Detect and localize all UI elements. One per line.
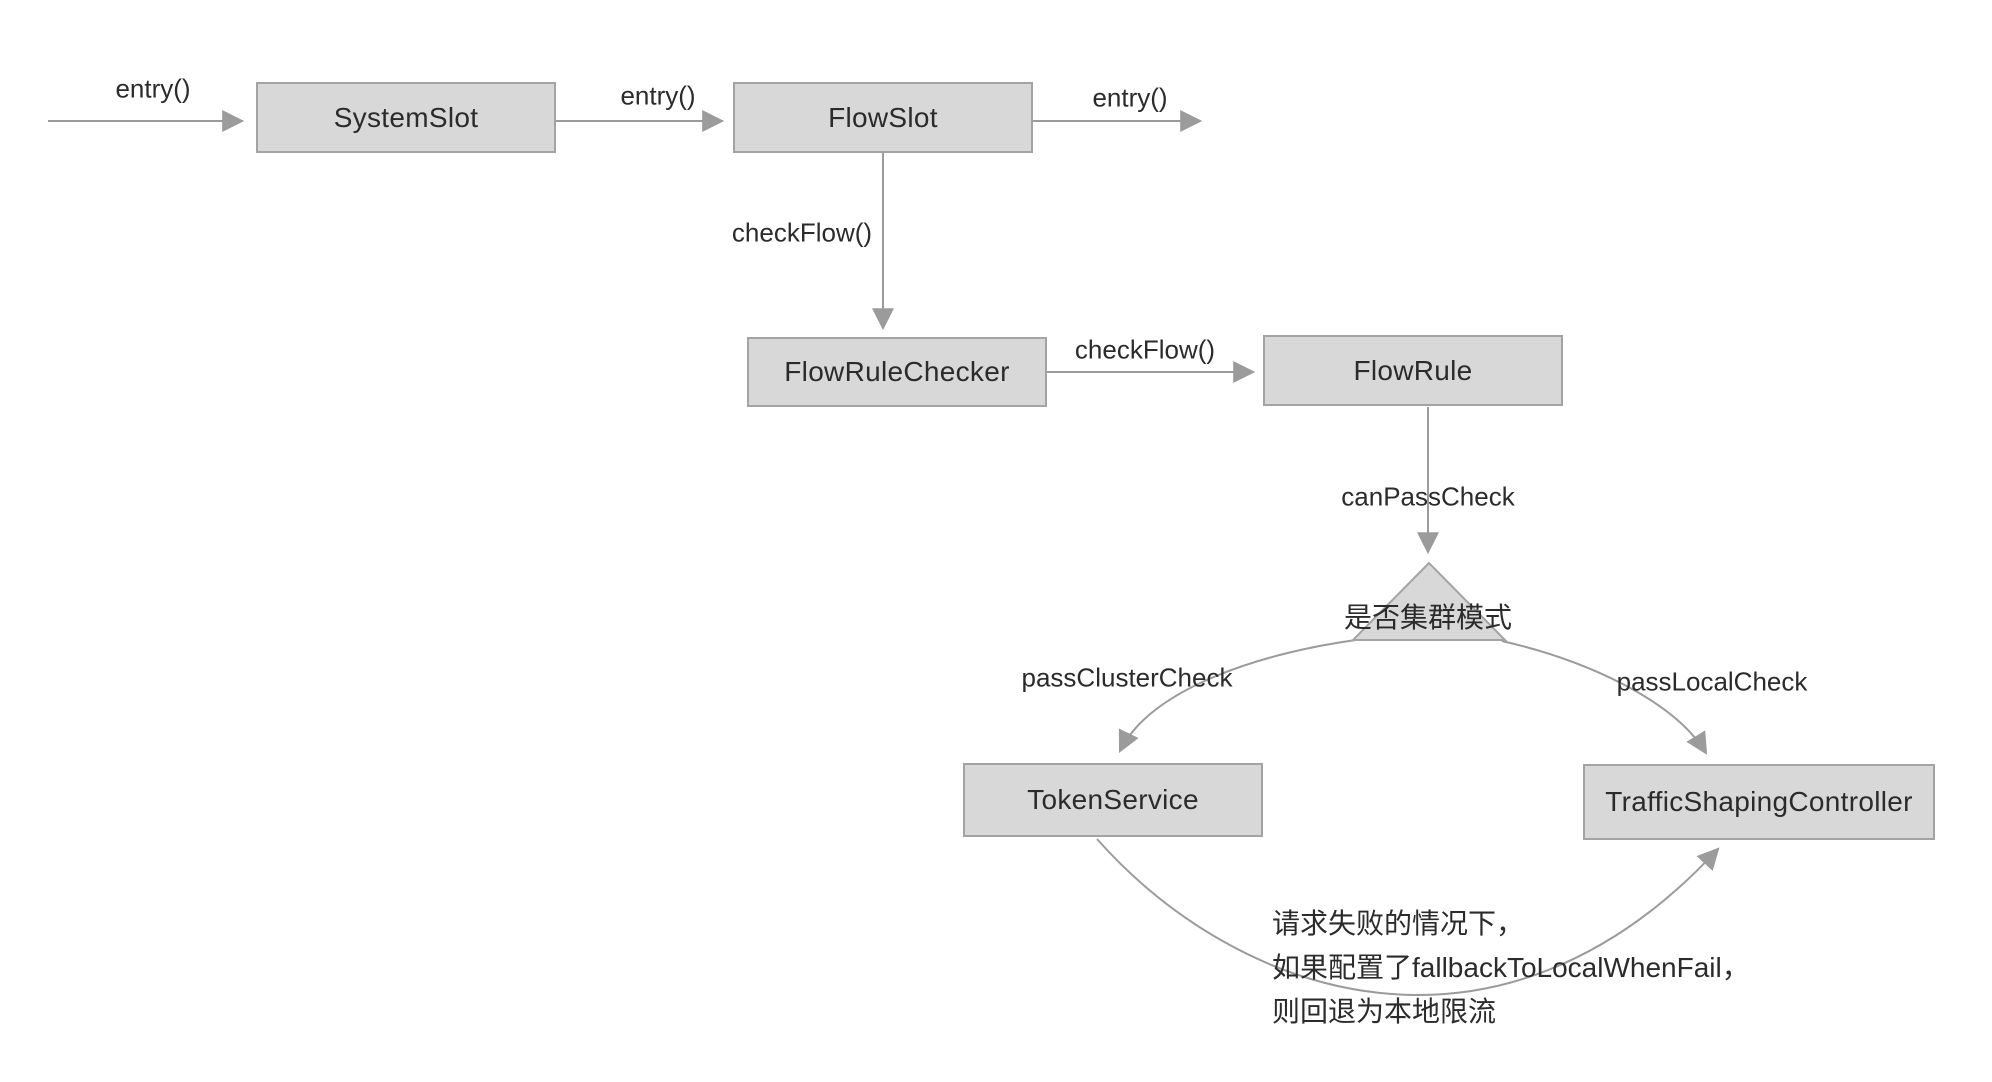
decision-triangle bbox=[1350, 561, 1508, 641]
edge-label-entry-out: entry() bbox=[1092, 82, 1168, 113]
edge-label-entry-mid: entry() bbox=[620, 80, 696, 111]
fallback-annotation-line1: 请求失败的情况下， bbox=[1272, 908, 1525, 939]
edge-decision-to-trafficshapingcontroller-arrow bbox=[1501, 640, 1708, 755]
edge-label-passlocalcheck: passLocalCheck bbox=[1616, 666, 1808, 697]
edge-label-entry-in: entry() bbox=[115, 73, 191, 104]
node-flowrulechecker: FlowRuleChecker bbox=[747, 337, 1047, 407]
edge-label-checkflow-down: checkFlow() bbox=[731, 217, 873, 248]
node-tokenservice: TokenService bbox=[963, 763, 1263, 837]
edge-label-passclustercheck: passClusterCheck bbox=[1021, 662, 1233, 693]
edge-decision-to-tokenservice-arrow bbox=[1118, 639, 1357, 753]
node-systemslot: SystemSlot bbox=[256, 82, 556, 153]
node-flowslot: FlowSlot bbox=[733, 82, 1033, 153]
node-trafficshapingcontroller: TrafficShapingController bbox=[1583, 764, 1935, 840]
decision-label-cluster-mode: 是否集群模式 bbox=[1343, 602, 1513, 633]
fallback-annotation-line2: 如果配置了fallbackToLocalWhenFail， bbox=[1272, 952, 1750, 983]
fallback-annotation: 请求失败的情况下， 如果配置了fallbackToLocalWhenFail， … bbox=[1272, 902, 1750, 1034]
node-flowrule: FlowRule bbox=[1263, 335, 1563, 406]
edge-tokenservice-fallback-to-trafficshapingcontroller-arrow bbox=[1096, 838, 1720, 996]
fallback-annotation-line3: 则回退为本地限流 bbox=[1272, 996, 1497, 1027]
edge-label-checkflow-right: checkFlow() bbox=[1074, 334, 1216, 365]
edge-label-canpasscheck: canPassCheck bbox=[1341, 481, 1515, 512]
